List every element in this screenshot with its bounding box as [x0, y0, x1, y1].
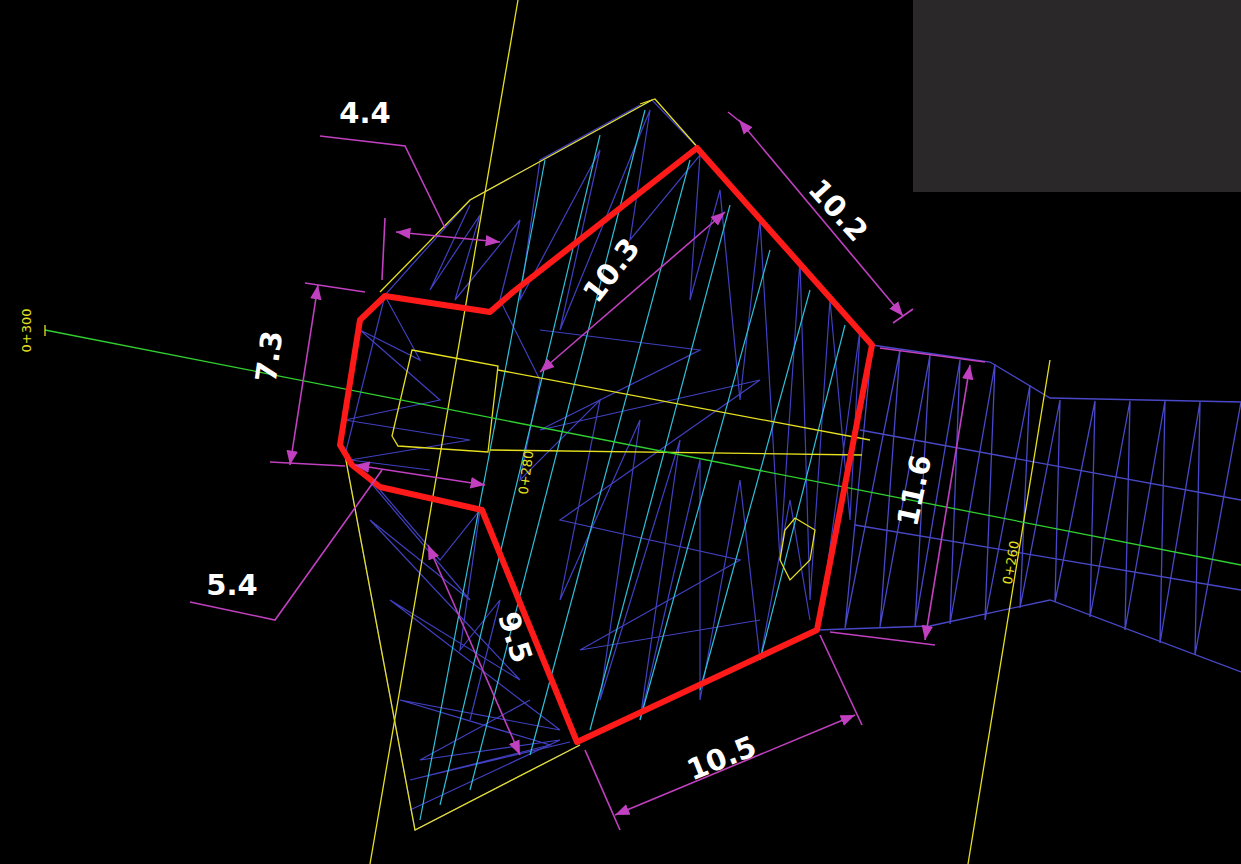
dimension-lines	[190, 112, 985, 830]
dimension-value: 7.3	[252, 329, 288, 384]
dimension-value: 4.4	[339, 99, 390, 128]
blank-panel	[913, 0, 1241, 192]
road-mesh	[817, 345, 1241, 672]
dimension-value: 9.5	[493, 608, 536, 666]
dimension-value: 10.3	[579, 233, 646, 307]
station-label: 0+300	[20, 308, 33, 352]
dimension-value: 10.5	[683, 731, 760, 785]
station-tick	[44, 325, 45, 336]
pad-outline	[340, 148, 872, 742]
station-label: 0+260	[1001, 539, 1021, 585]
alignment-lines	[345, 0, 1050, 864]
station-label: 0+280	[516, 449, 535, 494]
dimension-value: 11.6	[893, 452, 936, 528]
surface-mesh	[345, 100, 860, 830]
centerline	[45, 330, 1241, 565]
dimension-value: 5.4	[206, 571, 257, 600]
